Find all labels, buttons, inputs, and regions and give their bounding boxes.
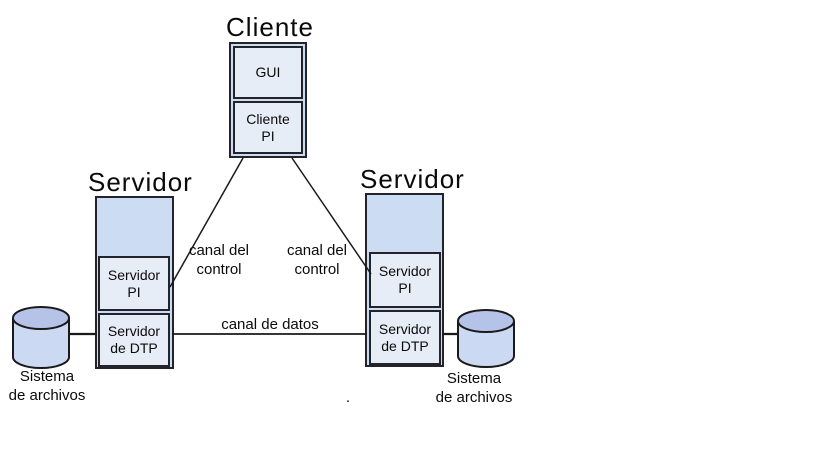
server-left-dtp-label: Servidor de DTP (107, 323, 161, 356)
control-channel-label-right: canal del control (286, 242, 348, 278)
server-right-pi-label: Servidor PI (378, 263, 432, 296)
server-left-pi-box: Servidor PI (98, 256, 170, 311)
server-right-pi-box: Servidor PI (369, 252, 441, 308)
client-title: Cliente (226, 12, 314, 42)
stray-period-mark: . (345, 389, 351, 406)
server-left-dtp-box: Servidor de DTP (98, 313, 170, 367)
client-gui-label: GUI (255, 64, 281, 80)
file-system-cylinder-right (457, 309, 515, 368)
file-system-label-left: Sistema de archivos (8, 368, 86, 404)
client-pi-label: Cliente PI (246, 110, 290, 144)
data-channel-label: canal de datos (221, 316, 319, 333)
server-left-title: Servidor (88, 167, 193, 197)
server-right-dtp-box: Servidor de DTP (369, 310, 441, 365)
file-system-cylinder-left (12, 306, 70, 369)
client-gui-box: GUI (233, 46, 303, 99)
server-right-dtp-label: Servidor de DTP (378, 320, 432, 354)
server-right-title: Servidor (360, 164, 465, 194)
server-left-pi-label: Servidor PI (107, 266, 161, 300)
file-system-label-right: Sistema de archivos (435, 370, 513, 406)
control-channel-label-left: canal del control (188, 242, 250, 278)
client-pi-box: Cliente PI (233, 101, 303, 154)
